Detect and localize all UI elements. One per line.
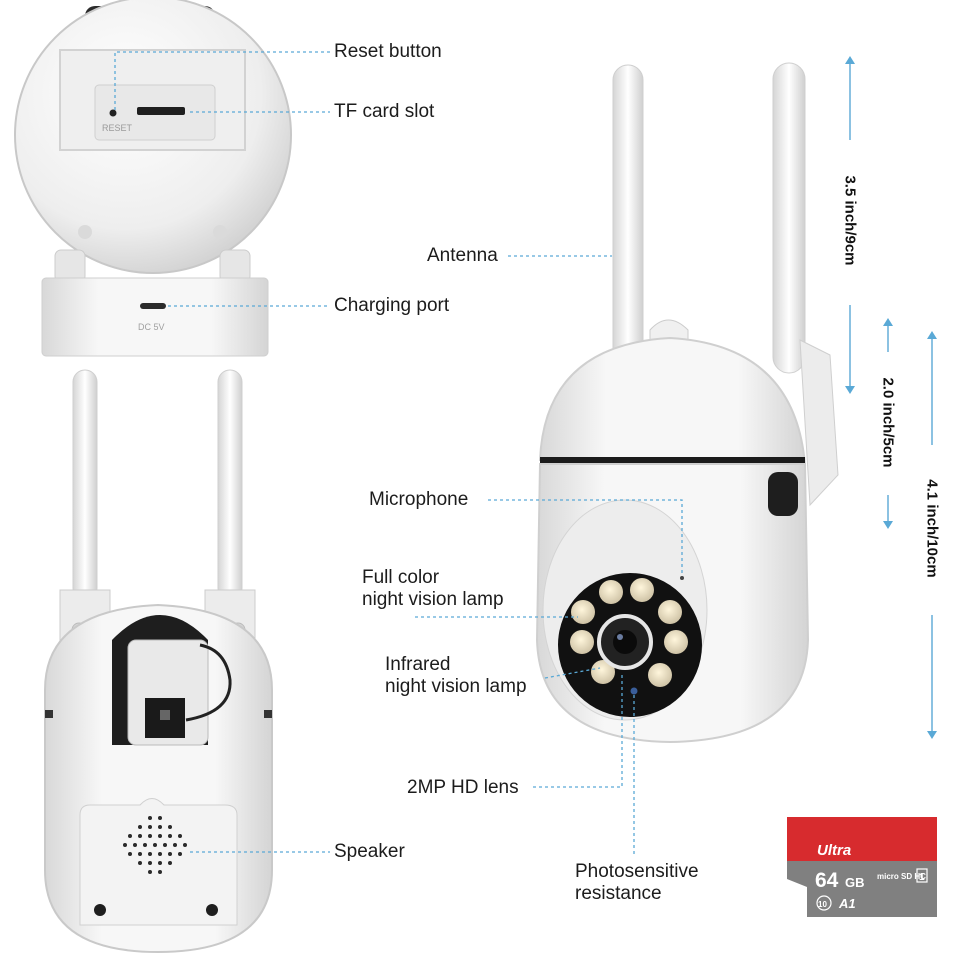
sd-card-top <box>787 817 937 861</box>
dim1-arrow-up <box>845 56 855 64</box>
dimension-antenna-height: 3.5 inch/9cm <box>841 175 859 266</box>
dim2-arrow-up <box>883 318 893 326</box>
leaders-top-left <box>114 51 330 307</box>
rear-foot-hole-left <box>94 904 106 916</box>
label-microphone: Microphone <box>369 489 469 510</box>
led-array <box>570 578 688 687</box>
camera-front-view <box>535 62 839 744</box>
sd-brand: Ultra <box>817 842 851 859</box>
label-charging-port: Charging port <box>334 295 450 316</box>
microsd-card: Ultra 64 GB micro SD HC 1 10 A1 <box>787 817 937 917</box>
reset-hole <box>109 109 117 117</box>
mic-hole <box>680 576 684 580</box>
rear-foot-hole-right <box>206 904 218 916</box>
charging-port-hole <box>140 303 166 309</box>
dim3-arrow-down <box>927 731 937 739</box>
label-photosensitive: Photosensitive resistance <box>575 861 699 905</box>
front-antenna-right <box>772 62 806 374</box>
speaker-grille <box>123 816 187 874</box>
label-photosensitive-line2: resistance <box>575 883 662 904</box>
photosensor <box>630 687 638 695</box>
label-full-color-line1: Full color <box>362 567 440 588</box>
label-infrared-line1: Infrared <box>385 654 451 675</box>
rear-antenna-left <box>72 369 98 601</box>
microphone-leader <box>488 499 683 575</box>
reset-leader <box>114 51 330 110</box>
bracket-right <box>219 249 251 283</box>
screw-right <box>213 225 227 239</box>
rear-antenna-right <box>217 369 243 601</box>
camera-base <box>41 277 269 357</box>
label-full-color-line2: night vision lamp <box>362 589 504 610</box>
sd-class: 10 <box>818 900 827 909</box>
head-seam <box>540 457 805 464</box>
lens-glint <box>617 634 623 640</box>
front-antenna-left <box>612 64 644 366</box>
dimension-arrows <box>845 56 937 739</box>
dimension-body-height: 4.1 inch/10cm <box>923 479 941 578</box>
label-photosensitive-line1: Photosensitive <box>575 861 699 882</box>
main-lens-core <box>613 630 637 654</box>
dim3-arrow-up <box>927 331 937 339</box>
sd-uhs: 1 <box>919 872 925 883</box>
rear-seam-right <box>264 710 272 718</box>
dimension-head-height: 2.0 inch/5cm <box>879 377 897 468</box>
label-hd-lens: 2MP HD lens <box>407 777 519 798</box>
rear-cable <box>185 643 232 722</box>
sd-capacity: 64 <box>815 869 839 892</box>
tf-slot <box>137 107 185 115</box>
rear-seam-left <box>45 710 53 718</box>
sd-speed: A1 <box>838 896 856 911</box>
sd-class-ring <box>816 895 832 911</box>
label-infrared-lamp: Infrared night vision lamp <box>385 654 527 698</box>
camera-back-view: RESET DC 5V <box>14 0 292 357</box>
label-tf-card-slot: TF card slot <box>334 101 435 122</box>
dim1-arrow-down <box>845 386 855 394</box>
screw-left <box>78 225 92 239</box>
side-sensor <box>768 472 798 516</box>
label-infrared-line2: night vision lamp <box>385 676 527 697</box>
dim2-arrow-down <box>883 521 893 529</box>
dc-marking: DC 5V <box>138 322 165 332</box>
label-antenna: Antenna <box>427 245 498 266</box>
label-speaker: Speaker <box>334 841 405 862</box>
side-bracket <box>799 339 839 507</box>
camera-rear-view <box>44 369 273 954</box>
sd-logo: micro SD HC <box>877 872 926 881</box>
front-head <box>538 336 807 467</box>
rear-connector-pin <box>160 710 170 720</box>
reset-marking: RESET <box>102 123 133 133</box>
sd-uhs-box <box>916 868 928 883</box>
leaders-right <box>415 255 683 855</box>
sd-unit: GB <box>845 875 865 890</box>
bracket-left <box>54 249 86 283</box>
label-full-color-lamp: Full color night vision lamp <box>362 567 504 611</box>
label-reset-button: Reset button <box>334 41 442 62</box>
